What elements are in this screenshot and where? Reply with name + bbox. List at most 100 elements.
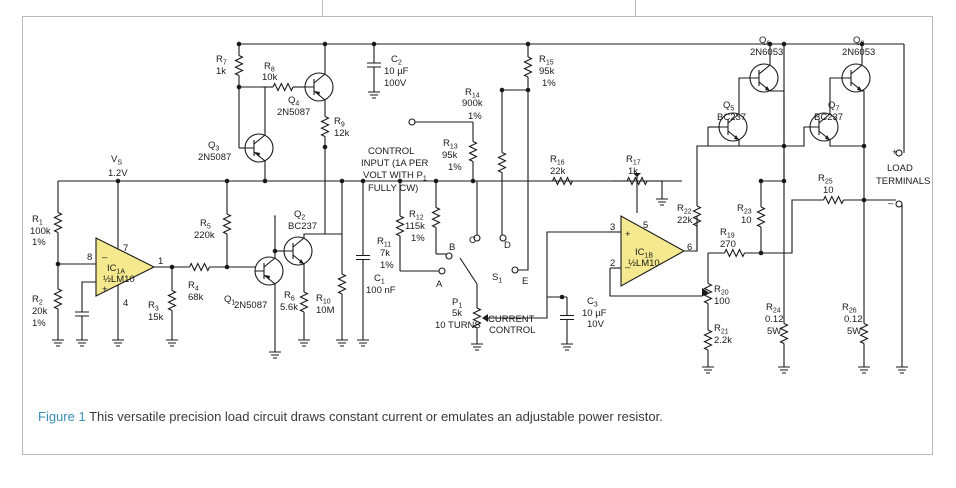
switch-pos-d: D bbox=[504, 240, 511, 251]
r16-label: R16 bbox=[550, 154, 565, 167]
junction-dot bbox=[360, 178, 366, 184]
r11 bbox=[395, 215, 405, 237]
wire bbox=[696, 145, 708, 181]
r26-label: R26 bbox=[842, 302, 857, 315]
q5-arrow bbox=[734, 135, 739, 140]
p1 bbox=[472, 307, 482, 329]
q6 bbox=[750, 64, 771, 92]
wire bbox=[274, 215, 276, 258]
r14-upper bbox=[497, 152, 507, 173]
q6-arrow bbox=[765, 86, 770, 91]
r12-label: R12 bbox=[409, 209, 424, 222]
ground-symbol bbox=[166, 334, 178, 347]
r26 bbox=[859, 323, 869, 344]
ic1b-opamp bbox=[620, 215, 686, 287]
terminal-open-circle bbox=[895, 149, 903, 157]
wire bbox=[738, 77, 750, 114]
ic1b-minus: – bbox=[625, 262, 631, 273]
r21-label: R21 bbox=[714, 323, 729, 336]
r2-label: R2 bbox=[32, 294, 43, 307]
ic1a-plus: + bbox=[102, 284, 108, 295]
wire bbox=[862, 90, 865, 306]
p1-label: P1 bbox=[452, 297, 462, 310]
ic1a-ref-cap bbox=[75, 311, 89, 317]
r3 bbox=[167, 290, 177, 311]
r16 bbox=[552, 176, 573, 186]
r15 bbox=[523, 56, 533, 78]
terminal-open-circle bbox=[473, 234, 481, 242]
r24-extra: 5W bbox=[767, 326, 781, 337]
r8 bbox=[272, 82, 294, 92]
ground-symbol bbox=[778, 361, 790, 374]
ground-symbol bbox=[76, 334, 88, 347]
r11-label: R11 bbox=[377, 236, 391, 249]
switch-pos-b: B bbox=[449, 242, 455, 253]
r1-tol: 1% bbox=[32, 237, 46, 248]
junction-dot bbox=[470, 178, 476, 184]
ground-symbol bbox=[656, 193, 668, 206]
ic1b-pin3: 3 bbox=[610, 222, 615, 233]
ic1a-part: ½LM10 bbox=[103, 274, 135, 285]
r8-value: 10k bbox=[262, 72, 278, 83]
junction-dot bbox=[371, 41, 377, 47]
r2 bbox=[53, 288, 63, 310]
labels: +LOADTERMINALS–VS1.2VR1100k1%R220k1%IC1A… bbox=[30, 35, 930, 346]
r23-value: 10 bbox=[741, 215, 752, 226]
r24-value: 0.12 bbox=[765, 314, 784, 325]
q3-label: Q3 bbox=[208, 140, 219, 153]
q8-part: 2N6053 bbox=[842, 47, 875, 58]
ic1b-pin6: 6 bbox=[687, 242, 692, 253]
ground-symbol bbox=[471, 338, 483, 351]
r12 bbox=[431, 207, 441, 228]
control-label-1: CONTROL bbox=[368, 146, 414, 157]
ic1b-label: IC1B bbox=[635, 247, 653, 260]
s1-wiper bbox=[459, 257, 478, 285]
q2-label: Q2 bbox=[294, 209, 305, 222]
terminal-open-circle bbox=[511, 266, 519, 274]
r6 bbox=[299, 291, 309, 313]
ground-symbol bbox=[702, 361, 714, 374]
q8-label: Q8 bbox=[853, 35, 864, 48]
ground-symbol bbox=[112, 334, 124, 347]
r1-value: 100k bbox=[30, 226, 51, 237]
wire bbox=[829, 140, 864, 147]
switch-pos-e: E bbox=[522, 276, 528, 287]
junction-dot bbox=[224, 178, 230, 184]
q4-label: Q4 bbox=[288, 95, 299, 108]
ic1b-plus: + bbox=[625, 229, 631, 240]
ic1a-label: IC1A bbox=[107, 263, 125, 276]
q6-part: 2N6053 bbox=[750, 47, 783, 58]
r2-tol: 1% bbox=[32, 318, 46, 329]
r25-value: 10 bbox=[823, 185, 834, 196]
c2-voltage: 100V bbox=[384, 78, 407, 89]
r19-label: R19 bbox=[720, 227, 735, 240]
r7-value: 1k bbox=[216, 66, 226, 77]
r25 bbox=[823, 195, 844, 205]
terminal-open-circle bbox=[445, 252, 453, 260]
load-minus-label: – bbox=[888, 198, 894, 209]
wires bbox=[55, 41, 905, 361]
q1-label: Q1 bbox=[224, 294, 235, 307]
ic1a-pin7: 7 bbox=[123, 243, 128, 254]
ic1b-pin2: 2 bbox=[610, 258, 615, 269]
q1-arrow bbox=[265, 275, 270, 280]
r22-label: R22 bbox=[677, 203, 692, 216]
terminal-open-circle bbox=[895, 200, 903, 208]
r11-value: 7k bbox=[380, 248, 390, 259]
wire bbox=[81, 281, 96, 312]
terminal-open-circle bbox=[438, 267, 446, 275]
ground-symbol bbox=[269, 346, 281, 359]
load-label-line2: TERMINALS bbox=[876, 176, 930, 187]
r9-value: 12k bbox=[334, 128, 350, 139]
r5-value: 220k bbox=[194, 230, 215, 241]
r17-label: R17 bbox=[626, 154, 641, 167]
junction-dot bbox=[236, 41, 242, 47]
r23-label: R23 bbox=[737, 203, 752, 216]
current-control-line2: CONTROL bbox=[489, 325, 535, 336]
r25-label: R25 bbox=[818, 173, 833, 186]
top-strip bbox=[0, 0, 956, 16]
wire bbox=[609, 268, 702, 297]
r12-tol: 1% bbox=[411, 233, 425, 244]
r13-tol: 1% bbox=[448, 162, 462, 173]
r21 bbox=[703, 329, 713, 351]
